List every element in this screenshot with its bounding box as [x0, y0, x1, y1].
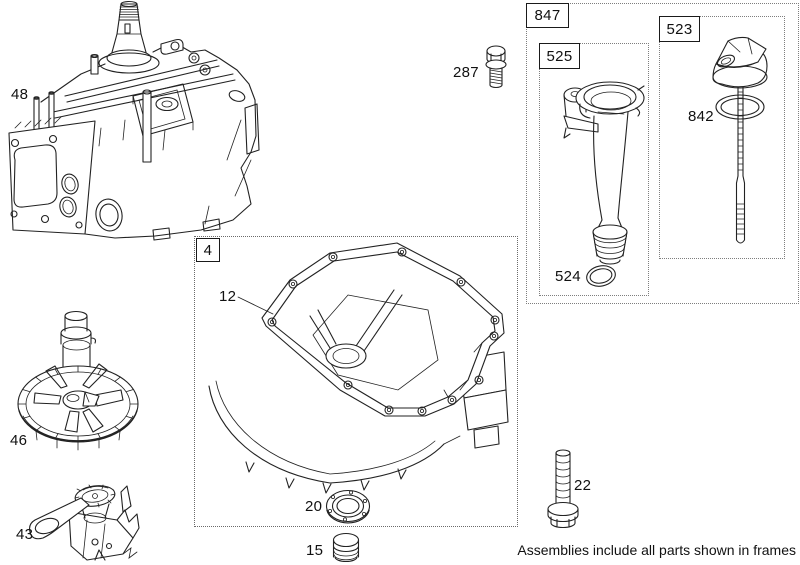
oring-524-drawing [584, 263, 618, 289]
frame-label-box-523: 523 [659, 16, 700, 42]
assembly-frame-523 [659, 16, 785, 259]
part-label-20: 20 [305, 498, 323, 515]
assembly-frame-525 [539, 43, 649, 296]
governor-bracket-drawing [25, 462, 153, 564]
part-label-46: 46 [10, 432, 28, 449]
frame-label-847: 847 [534, 7, 561, 24]
frame-label-box-525: 525 [539, 43, 580, 69]
oil-plug-drawing [330, 531, 362, 565]
assembly-frame-847 [526, 3, 799, 304]
cylinder-block-drawing [5, 0, 261, 244]
part-label-43: 43 [16, 526, 34, 543]
part-label-524: 524 [555, 268, 581, 285]
oil-sump-drawing [198, 240, 516, 498]
camshaft-drawing [15, 298, 150, 456]
frame-label-523: 523 [666, 20, 693, 38]
oil-seal-drawing [325, 489, 373, 527]
part-label-15: 15 [306, 542, 324, 559]
dipstick-drawing [700, 28, 785, 253]
bolt-22-drawing [542, 447, 584, 531]
frame-label-box-4: 4 [196, 238, 220, 262]
screw-287-drawing [482, 43, 510, 93]
frame-label-4: 4 [203, 241, 213, 259]
assembly-frame-4 [194, 236, 518, 527]
part-label-12: 12 [219, 288, 237, 305]
part-label-48: 48 [11, 86, 29, 103]
oil-fill-tube-drawing [558, 68, 650, 273]
part-label-22: 22 [574, 477, 592, 494]
part-label-842: 842 [688, 108, 714, 125]
frame-label-box-847: 847 [526, 3, 569, 28]
leader-line-12 [236, 294, 276, 318]
part-label-287: 287 [453, 64, 479, 81]
frame-label-525: 525 [546, 47, 573, 65]
assemblies-note: Assemblies include all parts shown in fr… [517, 542, 796, 558]
